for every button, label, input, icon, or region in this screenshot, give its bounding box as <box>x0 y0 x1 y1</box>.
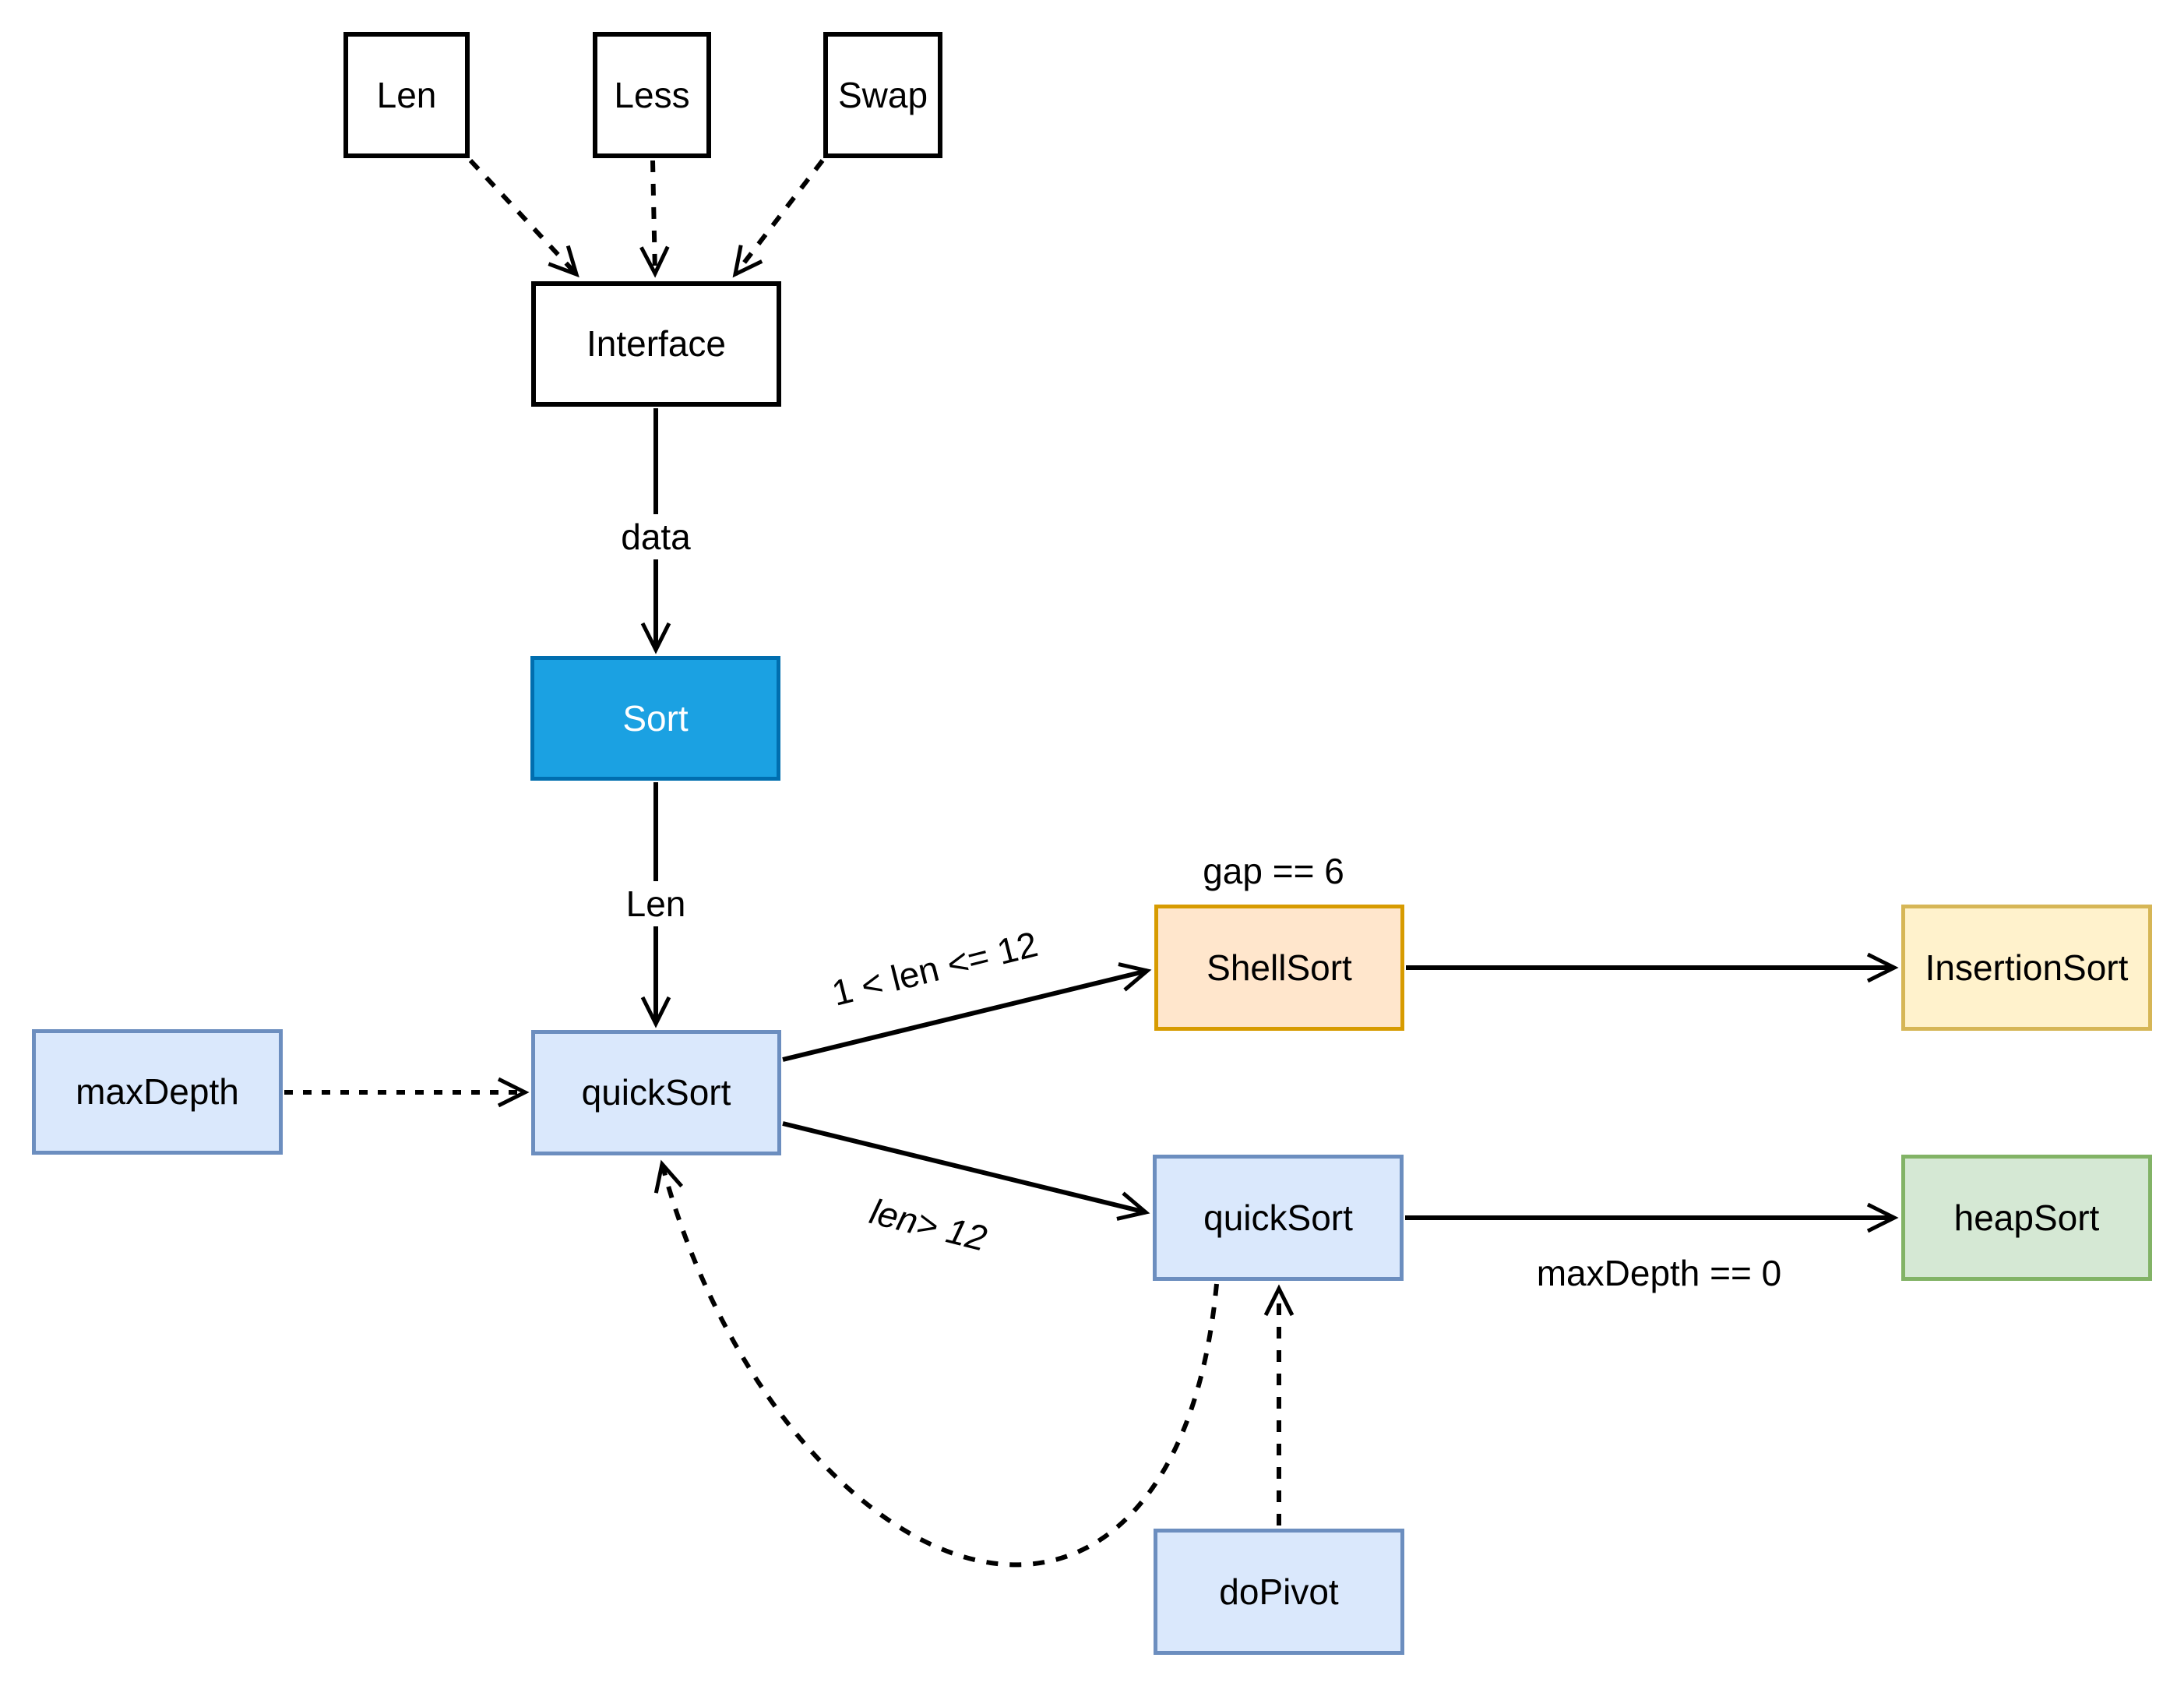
edge-len-to-interface <box>468 158 579 278</box>
node-heapsort-label: heapSort <box>1953 1197 2100 1238</box>
edge-less-to-interface <box>639 160 670 278</box>
node-sort: Sort <box>530 656 780 781</box>
edge-quicksort2-recursion-curve <box>653 1159 1219 1568</box>
node-dopivot: doPivot <box>1154 1529 1404 1655</box>
node-less: Less <box>593 32 711 158</box>
edge-label-data: data <box>611 514 700 559</box>
node-len: Len <box>343 32 470 158</box>
edge-label-gap-condition: gap == 6 <box>1203 851 1344 891</box>
edge-quicksort-to-quicksort2 <box>782 1121 1150 1221</box>
node-swap-label: Swap <box>837 74 928 115</box>
node-maxdepth: maxDepth <box>32 1029 283 1155</box>
node-interface-label: Interface <box>587 323 726 365</box>
node-heapsort: heapSort <box>1901 1155 2152 1281</box>
node-insertionsort: InsertionSort <box>1901 905 2152 1031</box>
node-sort-label: Sort <box>622 697 689 739</box>
node-quicksort-2-label: quickSort <box>1203 1197 1353 1238</box>
node-len-label: Len <box>376 74 437 115</box>
node-less-label: Less <box>614 74 690 115</box>
node-shellsort: ShellSort <box>1154 905 1404 1031</box>
node-swap: Swap <box>823 32 942 158</box>
edge-swap-to-interface <box>732 159 825 278</box>
node-interface: Interface <box>531 281 781 407</box>
node-quicksort-1: quickSort <box>531 1030 781 1155</box>
node-maxdepth-label: maxDepth <box>76 1071 239 1113</box>
node-dopivot-label: doPivot <box>1219 1571 1339 1612</box>
node-shellsort-label: ShellSort <box>1206 947 1352 988</box>
edge-quicksort-to-shellsort <box>782 962 1152 1062</box>
node-quicksort-2: quickSort <box>1153 1155 1404 1281</box>
node-quicksort-1-label: quickSort <box>581 1072 731 1113</box>
node-insertionsort-label: InsertionSort <box>1925 947 2129 988</box>
edge-label-maxdepth-condition: maxDepth == 0 <box>1536 1253 1782 1293</box>
edge-label-len: Len <box>616 881 696 926</box>
